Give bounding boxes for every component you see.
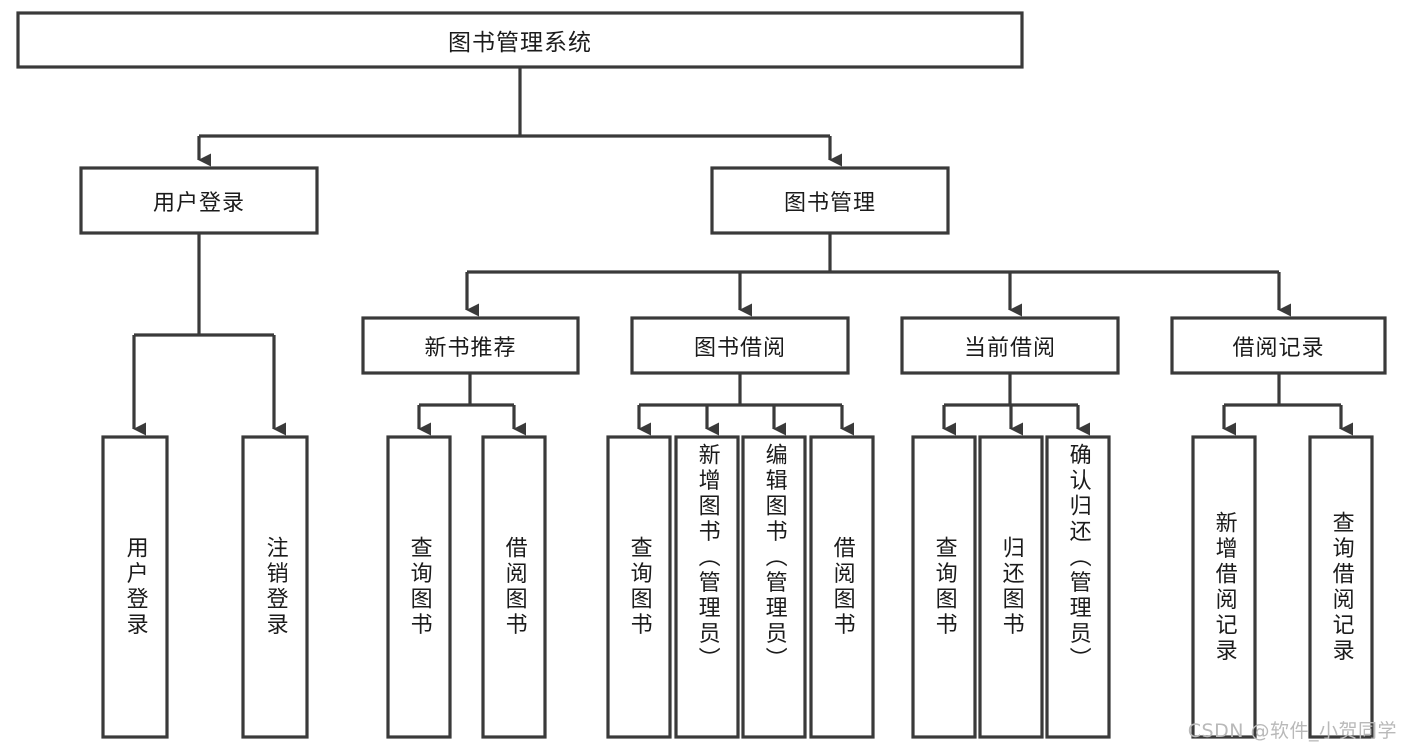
node-box-root[interactable]: [16, 11, 1024, 69]
watermark: CSDN @软件_小贺同学: [1187, 720, 1397, 742]
leaf-box-11[interactable]: [1191, 435, 1257, 739]
leaf-box-5[interactable]: [674, 435, 740, 739]
node-box-borrow-record[interactable]: [1170, 316, 1387, 375]
leaf-box-10[interactable]: [1045, 435, 1111, 739]
node-box-current-borrow[interactable]: [900, 316, 1120, 375]
node-box-book-management[interactable]: [710, 166, 950, 235]
leaf-box-12[interactable]: [1308, 435, 1374, 739]
leaf-box-1[interactable]: [241, 435, 309, 739]
leaf-box-0[interactable]: [101, 435, 169, 739]
node-box-user-login[interactable]: [79, 166, 319, 235]
leaf-box-3[interactable]: [481, 435, 547, 739]
node-box-book-borrow[interactable]: [630, 316, 850, 375]
leaf-box-9[interactable]: [978, 435, 1044, 739]
leaf-box-4[interactable]: [606, 435, 672, 739]
leaf-box-7[interactable]: [809, 435, 875, 739]
node-box-new-book-recommend[interactable]: [361, 316, 580, 375]
leaf-box-6[interactable]: [741, 435, 807, 739]
leaf-box-8[interactable]: [911, 435, 977, 739]
leaf-box-2[interactable]: [386, 435, 452, 739]
